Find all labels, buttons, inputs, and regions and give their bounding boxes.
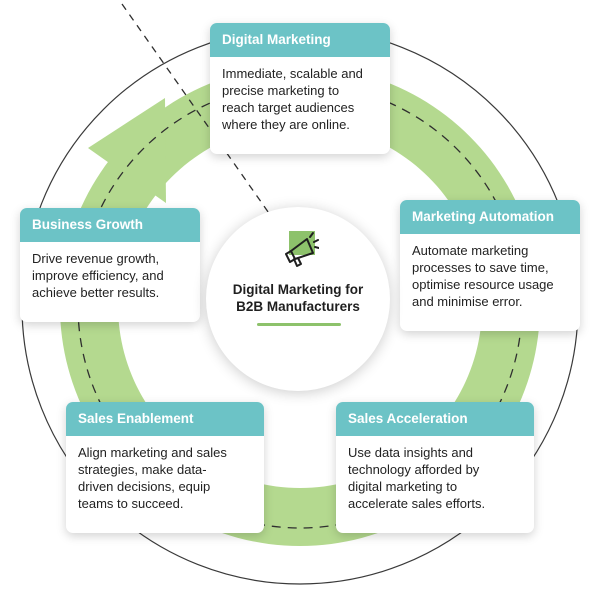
dashed-diagonal-line [121,3,279,227]
card-sales-enablement-description: Align marketing and sales strategies, ma… [66,436,264,522]
card-business-growth-title: Business Growth [20,208,200,242]
description-line: Automate marketing [412,243,529,258]
card-sales-enablement: Sales Enablement Align marketing and sal… [66,402,264,533]
center-title: Digital Marketing for B2B Manufacturers [206,281,390,315]
description-line: strategies, make data- [78,462,207,477]
megaphone-icon [285,231,319,267]
description-line: Immediate, scalable and [222,66,363,81]
center-title-line: Digital Marketing for [232,282,364,297]
card-sales-enablement-title: Sales Enablement [66,402,264,436]
card-marketing-automation-title: Marketing Automation [400,200,580,234]
card-business-growth-description: Drive revenue growth, improve efficiency… [20,242,200,311]
description-line: and minimise error. [412,294,523,309]
card-sales-acceleration-title: Sales Acceleration [336,402,534,436]
description-line: digital marketing to [348,479,458,494]
description-line: driven decisions, equip [78,479,211,494]
card-sales-acceleration: Sales Acceleration Use data insights and… [336,402,534,533]
description-line: achieve better results. [32,285,160,300]
description-line: teams to succeed. [78,496,184,511]
card-digital-marketing-title: Digital Marketing [210,23,390,57]
center-hub: Digital Marketing for B2B Manufacturers [206,207,390,391]
cycle-arrow-head [88,98,166,203]
card-sales-acceleration-description: Use data insights and technology afforde… [336,436,534,522]
description-line: Drive revenue growth, [32,251,160,266]
description-line: optimise resource usage [412,277,554,292]
description-line: Align marketing and sales [78,445,227,460]
description-line: improve efficiency, and [32,268,164,283]
center-title-line: B2B Manufacturers [236,299,360,314]
description-line: processes to save time, [412,260,549,275]
description-line: precise marketing to [222,83,340,98]
center-title-underline [257,323,341,326]
card-marketing-automation: Marketing Automation Automate marketing … [400,200,580,331]
description-line: reach target audiences [222,100,355,115]
description-line: where they are online. [222,117,350,132]
card-marketing-automation-description: Automate marketing processes to save tim… [400,234,580,320]
description-line: accelerate sales efforts. [348,496,486,511]
card-digital-marketing-description: Immediate, scalable and precise marketin… [210,57,390,143]
description-line: technology afforded by [348,462,480,477]
card-digital-marketing: Digital Marketing Immediate, scalable an… [210,23,390,154]
card-business-growth: Business Growth Drive revenue growth, im… [20,208,200,322]
description-line: Use data insights and [348,445,474,460]
